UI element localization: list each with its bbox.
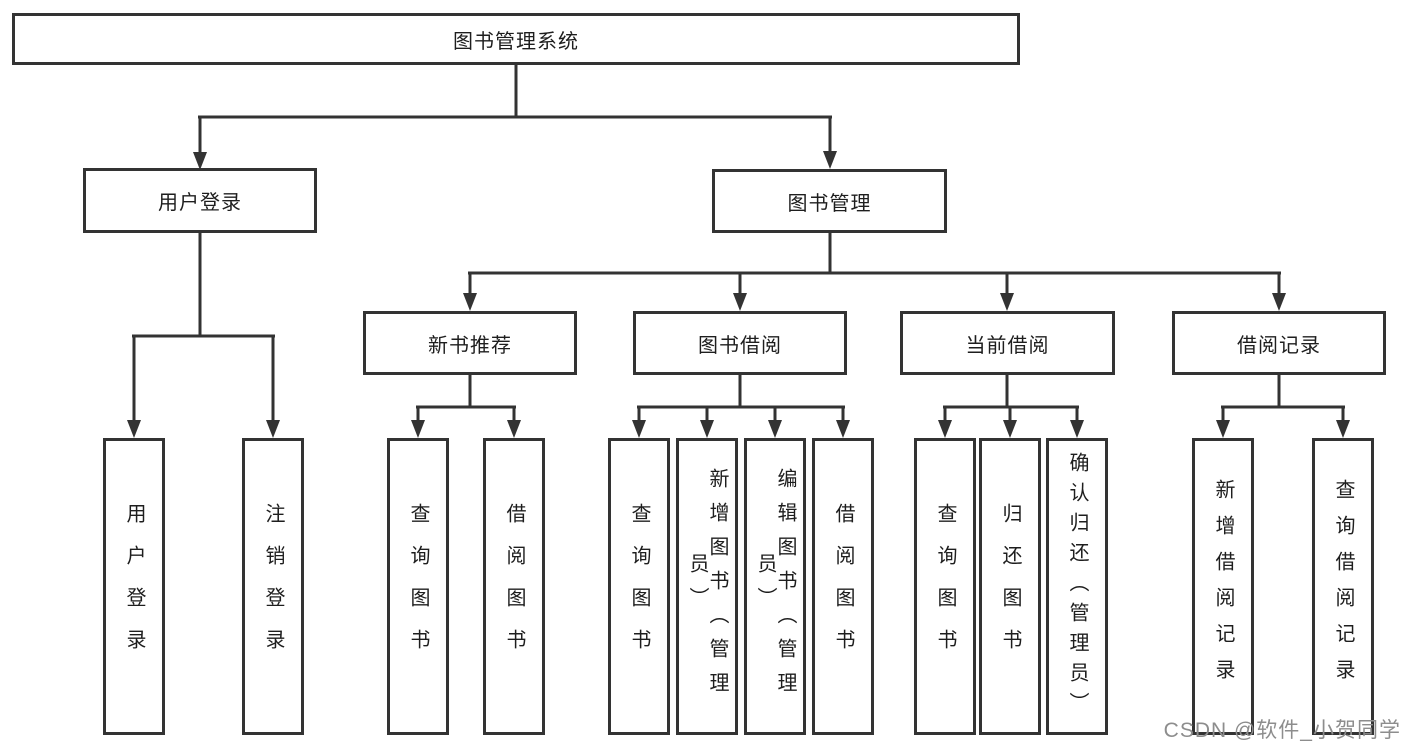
leaf-user-login: 用户登录 bbox=[103, 438, 165, 735]
node-new-book-recommendation: 新书推荐 bbox=[363, 311, 577, 375]
connector-new-book-recommendation-to-leaves bbox=[411, 374, 521, 438]
leaf-query-books-current: 查询图书 bbox=[914, 438, 976, 735]
leaf-add-borrow-record: 新增借阅记录 bbox=[1192, 438, 1254, 735]
leaf-edit-books-admin: 编辑图书（管理员） bbox=[744, 438, 806, 735]
leaf-borrow-books: 借阅图书 bbox=[812, 438, 874, 735]
leaf-borrow-books-recommend: 借阅图书 bbox=[483, 438, 545, 735]
leaf-query-books-recommend: 查询图书 bbox=[387, 438, 449, 735]
node-borrow-records: 借阅记录 bbox=[1172, 311, 1386, 375]
node-current-borrow: 当前借阅 bbox=[900, 311, 1115, 375]
node-book-borrow: 图书借阅 bbox=[633, 311, 847, 375]
leaf-query-books-borrow: 查询图书 bbox=[608, 438, 670, 735]
leaf-add-books-admin: 新增图书（管理员） bbox=[676, 438, 738, 735]
leaf-query-borrow-record: 查询借阅记录 bbox=[1312, 438, 1374, 735]
connector-book-borrow-to-leaves bbox=[632, 374, 850, 438]
connector-current-borrow-to-leaves bbox=[938, 374, 1084, 438]
connector-root-to-level2 bbox=[193, 64, 837, 170]
watermark: CSDN @软件_小贺同学 bbox=[1163, 719, 1401, 742]
leaf-logout: 注销登录 bbox=[242, 438, 304, 735]
leaf-confirm-return-admin: 确认归还（管理员） bbox=[1046, 438, 1108, 735]
connector-book-management-to-level3 bbox=[463, 232, 1286, 311]
connector-borrow-records-to-leaves bbox=[1216, 374, 1350, 438]
leaf-return-books: 归还图书 bbox=[979, 438, 1041, 735]
connector-user-login-to-leaves bbox=[127, 232, 280, 438]
node-user-login: 用户登录 bbox=[83, 168, 317, 233]
node-library-management-system: 图书管理系统 bbox=[12, 13, 1020, 65]
node-book-management: 图书管理 bbox=[712, 169, 947, 233]
